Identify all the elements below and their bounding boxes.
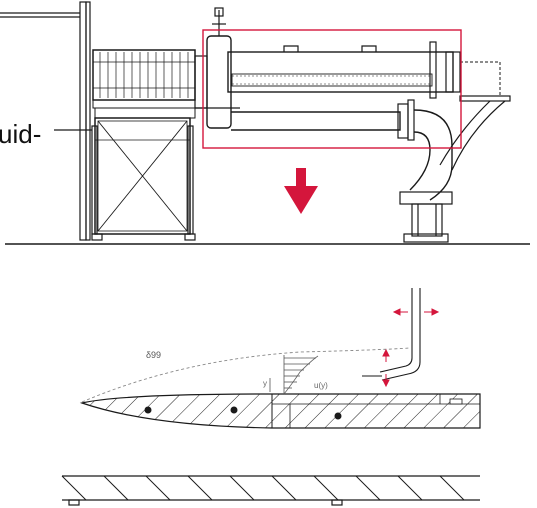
support-post [79,1,87,241]
down-arrow-icon [284,168,318,214]
plate-fastener [144,406,152,414]
velocity-profile [283,355,319,395]
delta99-label: δ99 [146,350,161,360]
return-pipe [231,111,401,131]
fan-base [399,191,453,205]
u-of-y-label: u(y) [314,381,328,390]
test-section-highlight-box [202,29,462,149]
y-axis-label: y [263,379,267,388]
tunnel-facility-drawing [0,1,530,245]
double-arrow-horizontal-icon [392,308,440,316]
hot-wire-probe [362,288,421,381]
fluid-label: uid- [0,119,41,149]
test-section [227,51,454,93]
plate-fastener [334,412,342,420]
boundary-layer-edge [81,347,411,403]
double-arrow-vertical-icon [382,348,390,388]
plate-fastener [230,406,238,414]
flat-plate [79,393,481,429]
base-plate [61,475,480,506]
boundary-layer-diagram: δ99 y u(y) [79,288,481,429]
